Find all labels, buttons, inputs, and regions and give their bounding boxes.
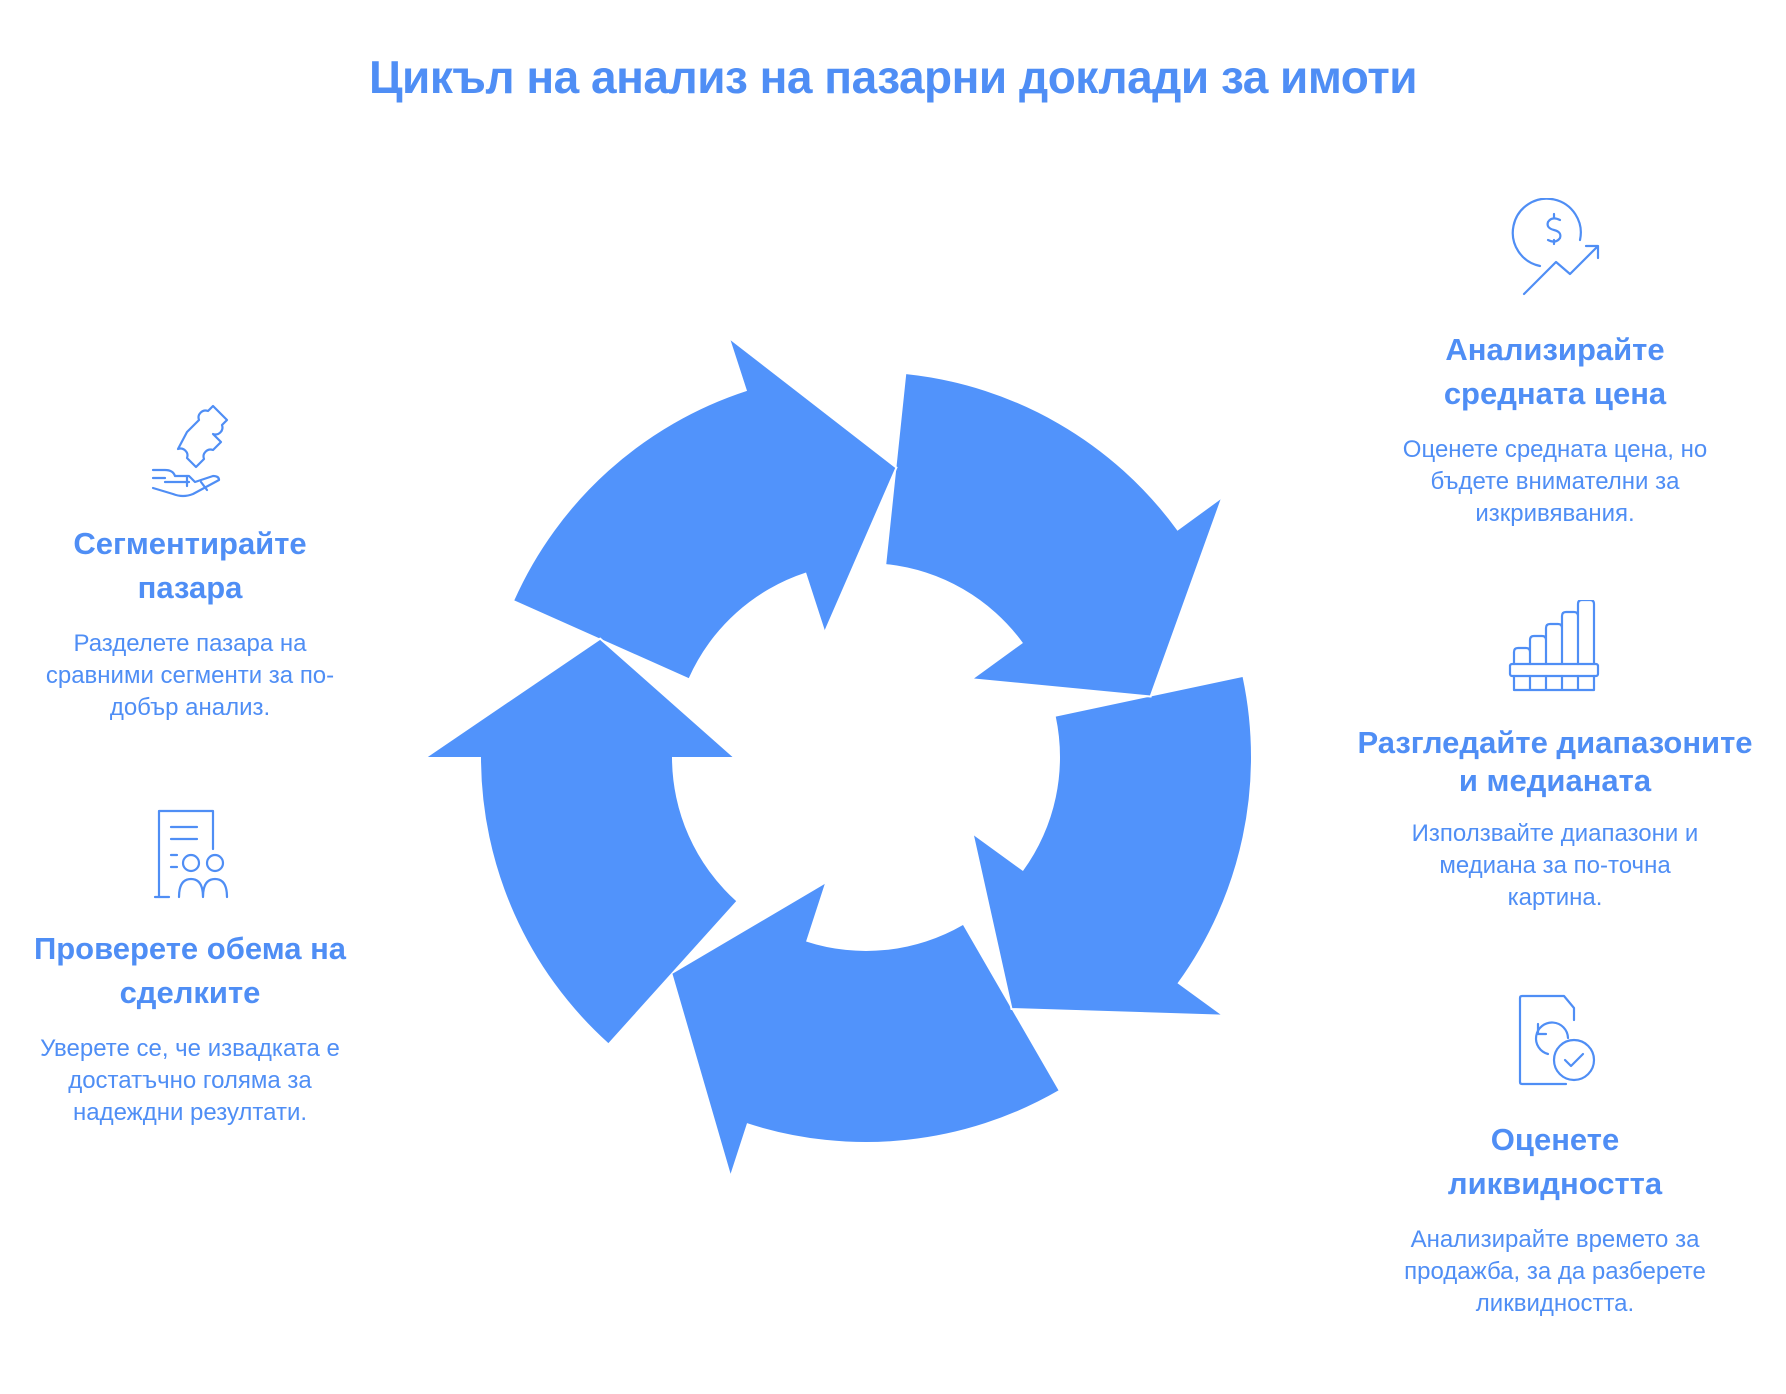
cycle-arrow [514,338,897,679]
step-description: Анализирайте времето за продажба, за да … [1404,1226,1706,1317]
cycle-arrow [886,374,1222,697]
step-description: Уверете се, че извадката е достатъчно го… [40,1035,340,1126]
step-liquidity: Оценете ликвидността Анализирайте времет… [1365,990,1745,1320]
arrow-head-outline [729,337,898,632]
step-heading: Оценете ликвидността [1447,1122,1663,1201]
step-description: Оценете средната цена, но бъдете внимате… [1402,436,1708,527]
hand-puzzle-icon [151,404,229,498]
step-description: Разделете пазара на сравними сегменти за… [45,630,335,721]
step-average-price: Анализирайте средната цена Оценете средн… [1365,198,1745,530]
step-heading: Проверете обема на сделките [33,931,347,1010]
document-people-icon [153,809,229,899]
cycle-arrow [426,638,737,1044]
range-bars-icon [1508,600,1600,692]
arrow-head-outline [972,498,1223,698]
step-ranges-median: Разгледайте диапазоните и медианата Изпо… [1345,600,1765,914]
arrow-head-outline [425,637,735,758]
step-segment-market: Сегментирайте пазара Разделете пазара на… [0,400,380,724]
arrow-head-outline [971,834,1223,1017]
step-heading: Анализирайте средната цена [1443,332,1667,411]
step-heading: Сегментирайте пазара [73,526,307,605]
dollar-trend-icon [1511,198,1600,296]
step-heading: Разгледайте диапазоните и медианата [1357,725,1753,798]
step-description: Използвайте диапазони и медиана за по-то… [1411,820,1699,911]
step-check-volume: Проверете обема на сделките Уверете се, … [0,805,380,1129]
page-title: Цикъл на анализ на пазарни доклади за им… [368,51,1418,103]
cycle-arrow [972,676,1251,1016]
document-clock-check-icon [1518,994,1596,1086]
cycle-arrow [671,882,1059,1176]
